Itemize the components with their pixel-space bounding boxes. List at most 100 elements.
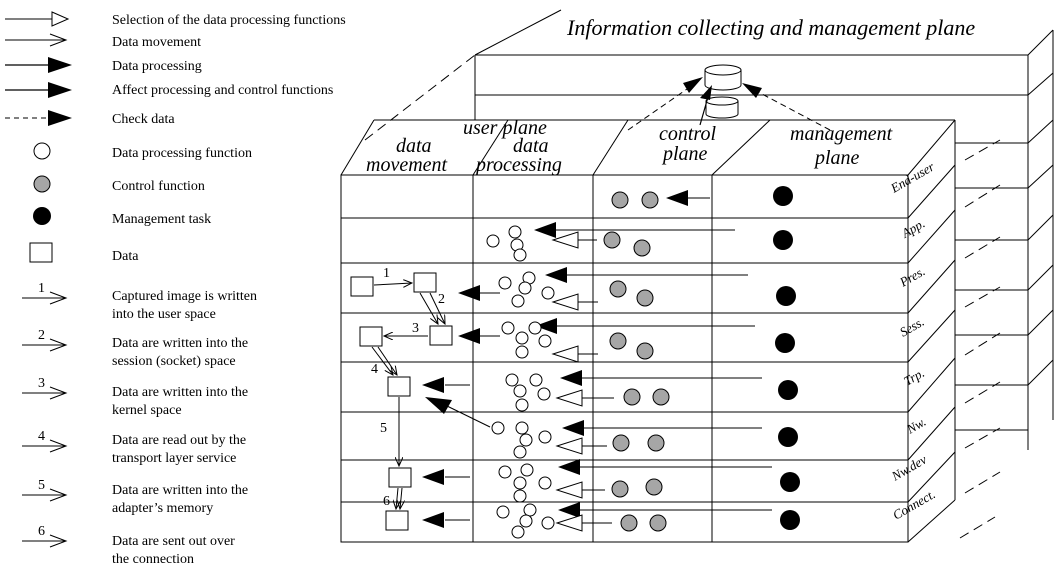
management-task-dot <box>780 510 800 530</box>
management-task-dot <box>778 427 798 447</box>
data-movement-column: 1 2 3 4 5 6 <box>350 266 453 531</box>
layer-label-sess: Sess. <box>897 314 927 340</box>
data-processing-column <box>486 225 555 539</box>
processing-function-dot <box>491 421 505 435</box>
data-square <box>385 510 409 531</box>
step-number: 5 <box>38 478 45 493</box>
legend-item-step-6: 6 Data are sent out over the connection <box>22 524 235 567</box>
legend-item-affect: Affect processing and control functions <box>5 82 333 98</box>
processing-function-dot <box>511 294 525 308</box>
legend-item-step-3: 3 Data are written into the kernel space <box>22 376 248 418</box>
processing-function-dot <box>541 286 555 300</box>
selection-arrows <box>551 231 614 532</box>
processing-function-dot <box>513 476 527 490</box>
control-header-2: plane <box>661 143 708 165</box>
step-number-3: 3 <box>412 321 419 336</box>
filled-arrow-icon <box>5 57 72 73</box>
processing-function-dot <box>541 516 555 530</box>
layer-stack-box <box>340 119 956 543</box>
black-circle-icon <box>33 207 51 225</box>
top-plane-title: Information collecting and management pl… <box>566 15 975 40</box>
legend-item-step-5: 5 Data are written into the adapter’s me… <box>22 478 248 516</box>
legend-item-data-processing: Data processing <box>5 57 202 74</box>
processing-function-dot <box>538 334 552 348</box>
column-headers: user plane data movement data processing… <box>366 117 893 176</box>
control-function-dot <box>641 191 659 209</box>
processing-function-dot <box>513 384 527 398</box>
step-number: 4 <box>38 429 45 444</box>
check-data-arrows <box>627 77 831 131</box>
processing-function-dot <box>511 525 525 539</box>
control-function-dot <box>652 388 670 406</box>
step-number-5: 5 <box>380 421 387 436</box>
legend-item-step-1: 1 Captured image is written into the use… <box>22 281 257 322</box>
open-arrow-icon <box>5 11 70 27</box>
data-square <box>388 467 412 488</box>
legend-item-management-task: Management task <box>33 207 211 227</box>
database-cylinder-icon <box>704 64 742 91</box>
control-column <box>603 190 710 532</box>
data-square <box>350 276 374 297</box>
legend-item-selection: Selection of the data processing functio… <box>5 11 346 28</box>
legend-text-line2: adapter’s memory <box>112 501 213 516</box>
step-number: 3 <box>38 376 45 391</box>
legend-text: Control function <box>112 179 205 194</box>
numbered-arrow-icon: 6 <box>22 524 68 548</box>
data-square <box>429 325 453 346</box>
legend-item-data-movement: Data movement <box>5 33 201 50</box>
management-task-dot <box>776 286 796 306</box>
control-function-dot <box>611 191 629 209</box>
control-function-dot <box>620 514 638 532</box>
processing-function-dot <box>498 465 512 479</box>
management-header-1: management <box>790 123 893 145</box>
layer-label-nw: Nw. <box>903 414 928 437</box>
control-function-dot <box>636 289 654 307</box>
legend-text-line2: kernel space <box>112 403 182 418</box>
dashed-arrow-icon <box>5 110 72 126</box>
legend-text: Data <box>112 249 139 264</box>
numbered-arrow-icon: 1 <box>22 281 68 305</box>
step-number-2: 2 <box>438 292 445 307</box>
processing-function-dot <box>513 445 527 459</box>
legend-text-line1: Data are read out by the <box>112 433 246 448</box>
control-function-dot <box>623 388 641 406</box>
control-function-dot <box>649 514 667 532</box>
processing-function-dot <box>519 433 533 447</box>
processing-function-dot <box>515 398 529 412</box>
control-function-dot <box>603 231 621 249</box>
thin-arrow-icon <box>5 33 68 47</box>
legend-text-line1: Data are sent out over <box>112 534 235 549</box>
control-function-dot <box>609 280 627 298</box>
legend-text: Data movement <box>112 35 201 50</box>
layer-label-trp: Trp. <box>901 365 927 389</box>
step-number-6: 6 <box>383 494 390 509</box>
legend-text: Check data <box>112 112 175 127</box>
processing-to-data-arrows <box>422 285 500 528</box>
white-circle-icon <box>33 142 51 160</box>
legend-text: Data processing function <box>112 146 252 161</box>
user-plane-header: user plane <box>463 117 547 139</box>
processing-function-dot <box>496 505 510 519</box>
processing-function-dot <box>529 373 543 387</box>
layer-label-end-user: End-user <box>887 158 937 196</box>
management-task-dot <box>778 380 798 400</box>
legend-text-line1: Data are written into the <box>112 385 248 400</box>
processing-function-dot <box>486 234 500 248</box>
step-number-4: 4 <box>371 362 378 377</box>
legend-item-step-4: 4 Data are read out by the transport lay… <box>22 429 246 466</box>
management-task-dot <box>773 230 793 250</box>
management-task-dot <box>775 333 795 353</box>
step-number: 6 <box>38 524 45 539</box>
processing-function-dot <box>528 321 542 335</box>
legend-text-line2: into the user space <box>112 307 216 322</box>
legend-text-line1: Captured image is written <box>112 289 257 304</box>
processing-function-dot <box>505 373 519 387</box>
legend-text-line1: Data are written into the <box>112 336 248 351</box>
data-square <box>359 326 383 347</box>
numbered-arrow-icon: 3 <box>22 376 68 400</box>
legend-text-line2: transport layer service <box>112 451 236 466</box>
processing-function-dot <box>515 421 529 435</box>
control-function-dot <box>636 342 654 360</box>
processing-function-dot <box>515 345 529 359</box>
